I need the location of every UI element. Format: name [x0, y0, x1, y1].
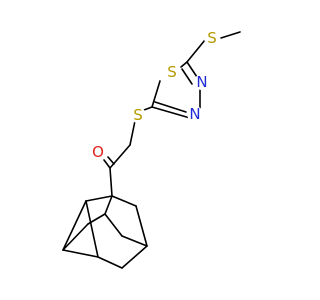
atom-label-o-carbonyl: O: [92, 143, 104, 161]
bond-c5-n4-double: [181, 68, 193, 85]
atom-s-ring: S: [164, 63, 180, 81]
bond-c2-s1: [151, 80, 161, 108]
bond-adam-1: [85, 195, 113, 202]
bond-s-ch2: [129, 120, 136, 146]
bond-n3-c2: [151, 106, 191, 119]
bond-adam-5: [121, 245, 148, 269]
atom-label-s-thioether: S: [133, 106, 143, 124]
atom-s-thioether: S: [130, 106, 146, 124]
atom-n-ring-lower: N: [187, 105, 203, 123]
bond-adam-8: [104, 195, 113, 215]
bond-c5-s1: [180, 61, 188, 68]
bond-n3-c2-double: [154, 101, 187, 113]
atom-labels: S S N N S O: [90, 29, 220, 161]
atom-label-n-ring-lower: N: [189, 105, 200, 123]
bond-s-c5: [186, 39, 206, 63]
atom-n-ring-upper: N: [194, 73, 210, 91]
bonds: [62, 31, 241, 269]
molecule-structure-diagram: S S N N S O: [62, 29, 241, 269]
bond-adam-11: [104, 213, 123, 237]
bond-methyl-s: [220, 31, 241, 39]
bond-c2-s-thioether: [143, 106, 153, 111]
bond-carbonyl-adamantane: [109, 167, 113, 197]
molecule-canvas: S S N N S O: [62, 29, 241, 269]
atom-label-s-methylthio: S: [207, 29, 217, 47]
bond-adam-6: [135, 205, 148, 247]
bond-carbonyl-o: [103, 159, 111, 169]
atom-label-s-ring: S: [167, 63, 177, 81]
bond-adam-2: [62, 200, 87, 251]
bond-adam-4: [97, 256, 123, 269]
atom-label-n-ring-upper: N: [196, 73, 207, 91]
bond-carbonyl-o-double: [107, 156, 115, 165]
atom-o-carbonyl: O: [90, 143, 106, 161]
bond-adam-12: [121, 235, 148, 247]
bond-ch2-carbonyl: [109, 144, 131, 169]
bond-adam-7: [111, 195, 137, 207]
bond-adam-10: [62, 223, 89, 251]
bond-adam-3: [62, 249, 99, 258]
atom-s-methylthio: S: [204, 29, 220, 47]
bond-adam-13: [85, 200, 99, 258]
